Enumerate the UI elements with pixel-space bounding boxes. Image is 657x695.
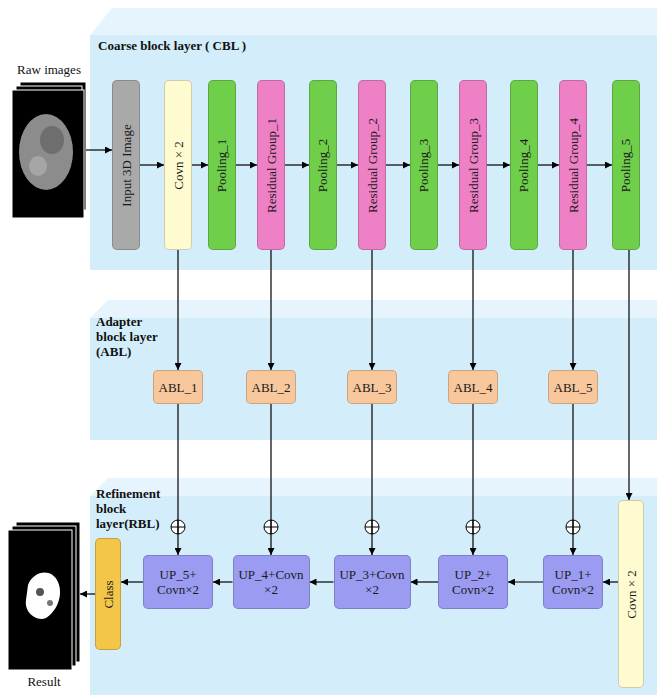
sum-symbols <box>171 520 580 534</box>
residual-block: Residual Group_4 <box>559 80 587 250</box>
connector-arrow <box>285 164 309 165</box>
block-label: UP_2+ Covn×2 <box>439 567 507 597</box>
block-label: UP_1+ Covn×2 <box>544 567 602 597</box>
connector-arrow <box>411 581 439 582</box>
image-caption: Raw images <box>17 62 81 77</box>
conv-block: Covn × 2 <box>164 80 192 250</box>
connector-arrow <box>487 164 510 165</box>
band-top-face <box>90 300 657 318</box>
band-heading: Adapter block layer (ABL) <box>96 314 170 359</box>
connector-arrow <box>177 404 178 555</box>
upsample-block: UP_5+ Covn×2 <box>143 555 213 609</box>
block-label: ABL_2 <box>249 380 294 395</box>
upsample-block: UP_1+ Covn×2 <box>543 555 603 609</box>
connector-arrow <box>270 250 271 370</box>
band-face <box>90 318 657 440</box>
block-label: Class <box>101 580 116 608</box>
block-label: Pooling_5 <box>619 138 634 191</box>
block-label: Covn × 2 <box>171 141 186 190</box>
connector-arrow <box>236 164 257 165</box>
connector-arrow <box>177 250 178 370</box>
block-label: UP_4+Covn ×2 <box>234 567 309 597</box>
connector-arrow <box>192 164 208 165</box>
block-label: UP_5+ Covn×2 <box>144 567 212 597</box>
layer-band: Refinement block layer(RBL) Covn × 2 UP_1+… <box>90 478 654 692</box>
band-top-face <box>90 478 657 496</box>
block-label: Input 3D Image <box>119 124 134 206</box>
layer-band: Coarse block layer ( CBL ) Input 3D Image… <box>90 8 654 270</box>
residual-block: Residual Group_2 <box>358 80 386 250</box>
connector-arrow <box>310 581 334 582</box>
connector-arrow <box>371 250 372 370</box>
adapter-block: ABL_1 <box>153 370 203 404</box>
band-heading: Refinement block layer(RBL) <box>96 486 170 531</box>
pooling-block: Pooling_5 <box>612 80 640 250</box>
band-panels <box>90 8 657 695</box>
input-block: Input 3D Image <box>112 80 140 250</box>
upsample-block: UP_3+Covn ×2 <box>334 555 411 609</box>
block-label: Residual Group_1 <box>264 118 279 213</box>
connector-arrow <box>438 164 459 165</box>
connector-arrow <box>86 149 112 150</box>
band-top-face <box>90 8 657 35</box>
connector-arrow <box>213 581 233 582</box>
upsample-block: UP_2+ Covn×2 <box>438 555 508 609</box>
pooling-block: Pooling_4 <box>510 80 538 250</box>
connector-arrow <box>508 581 543 582</box>
connector-arrow <box>628 250 629 500</box>
block-label: Covn × 2 <box>624 570 639 619</box>
connector-arrow <box>572 250 573 370</box>
pooling-block: Pooling_2 <box>309 80 337 250</box>
connector-arrow <box>587 164 612 165</box>
block-label: UP_3+Covn ×2 <box>335 567 410 597</box>
residual-block: Residual Group_1 <box>257 80 285 250</box>
connector-arrow <box>80 593 95 594</box>
image-caption: Result <box>27 674 60 689</box>
block-label: Pooling_2 <box>316 138 331 191</box>
adapter-block: ABL_5 <box>548 370 598 404</box>
block-label: Residual Group_4 <box>566 118 581 213</box>
block-label: ABL_3 <box>350 380 395 395</box>
upsample-block: UP_4+Covn ×2 <box>233 555 310 609</box>
block-label: Pooling_1 <box>215 138 230 191</box>
result-image-stack <box>8 522 80 670</box>
block-label: Pooling_3 <box>417 138 432 191</box>
connector-arrow <box>603 581 618 582</box>
connector-arrow <box>472 404 473 555</box>
raw-image-stack <box>12 82 86 218</box>
residual-block: Residual Group_3 <box>459 80 487 250</box>
connector-arrow <box>386 164 410 165</box>
adapter-block: ABL_3 <box>347 370 397 404</box>
pooling-block: Pooling_1 <box>208 80 236 250</box>
connector-arrow <box>472 250 473 370</box>
block-label: ABL_5 <box>551 380 596 395</box>
connector-arrow <box>270 404 271 555</box>
block-label: Residual Group_3 <box>466 118 481 213</box>
block-label: Residual Group_2 <box>365 118 380 213</box>
block-label: ABL_4 <box>451 380 496 395</box>
result-image: Result <box>8 522 80 670</box>
band-heading: Coarse block layer ( CBL ) <box>98 38 418 53</box>
connector-arrow <box>538 164 559 165</box>
connector-arrow <box>121 581 143 582</box>
connector-arrow <box>140 164 164 165</box>
layer-band: Adapter block layer (ABL) ABL_1 ABL_2 ABL_3… <box>90 300 654 440</box>
class-block: Class <box>95 538 121 650</box>
conv-block: Covn × 2 <box>618 500 644 688</box>
connector-arrow <box>371 404 372 555</box>
block-label: Pooling_4 <box>517 138 532 191</box>
adapter-block: ABL_4 <box>448 370 498 404</box>
pooling-block: Pooling_3 <box>410 80 438 250</box>
block-label: ABL_1 <box>156 380 201 395</box>
band-face <box>90 35 657 270</box>
connector-arrow <box>572 404 573 555</box>
input-image: Raw images <box>12 82 86 218</box>
band-face <box>90 496 657 695</box>
connector-arrow <box>337 164 358 165</box>
adapter-block: ABL_2 <box>246 370 296 404</box>
